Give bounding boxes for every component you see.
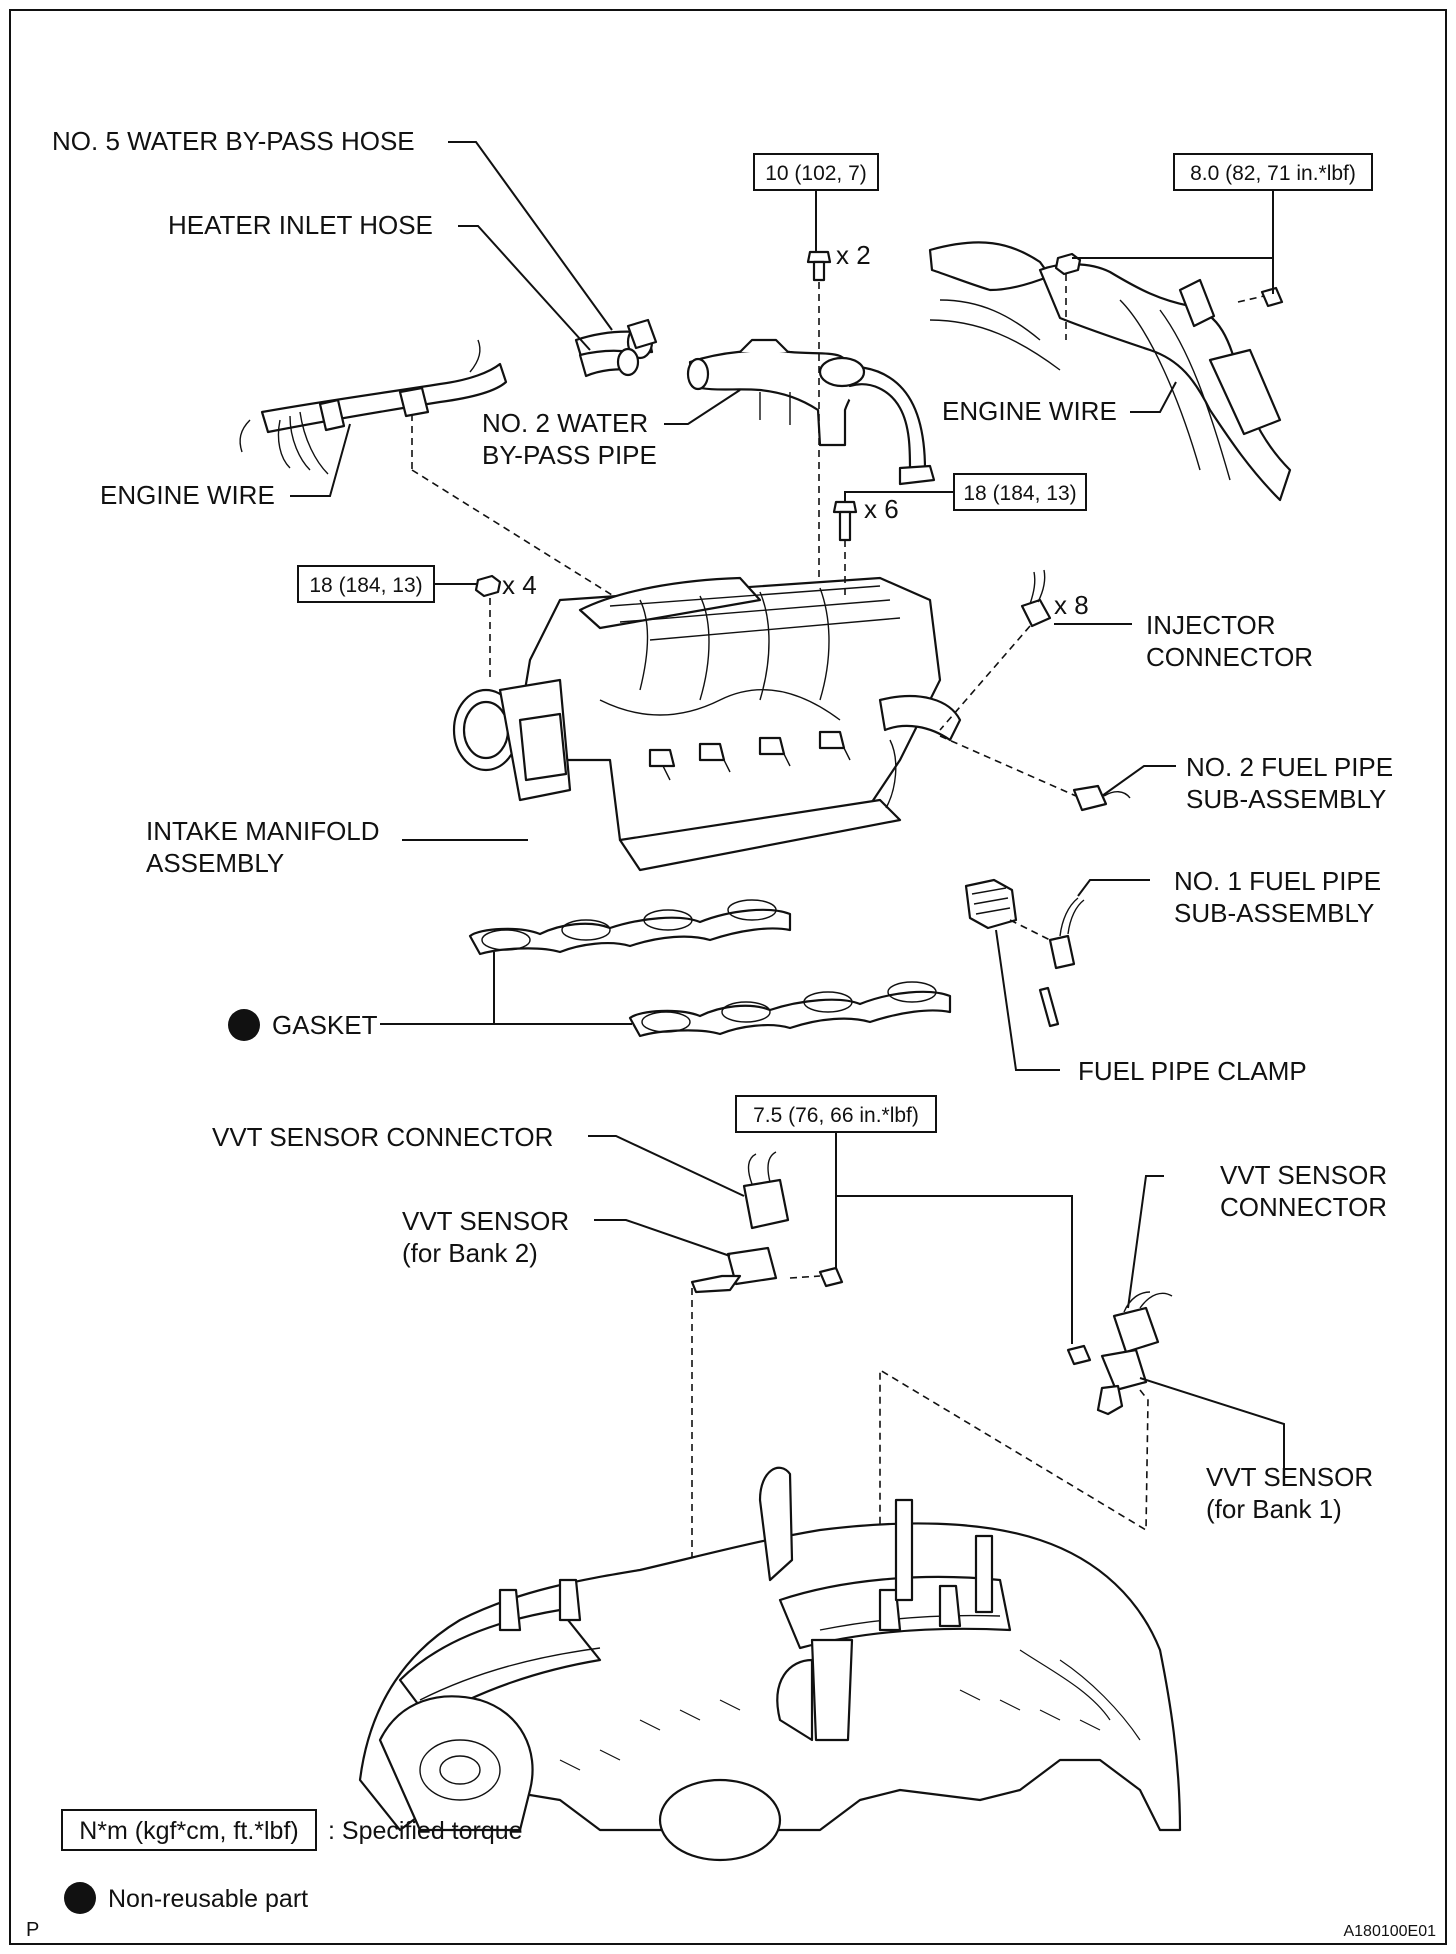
intake-manifold-part [452,576,962,872]
engine-block-part [358,1466,1182,1862]
torque-manifold-bolts-right: 18 (184, 13) [963,482,1076,505]
fuel-pipe-2-part [1072,784,1131,812]
torque-manifold-nuts-left: 18 (184, 13) [309,574,422,597]
label-vvt-sensor-bank2-l1: VVT SENSOR [402,1206,569,1236]
heater-inlet-hose-part [578,347,640,378]
legend-torque-desc: : Specified torque [328,1817,523,1845]
legend-non-reusable: Non-reusable part [108,1885,308,1913]
label-water-bypass-pipe-2-l2: BY-PASS PIPE [482,440,657,470]
engine-wire-left-part [239,339,508,475]
label-fuel-pipe-1-l1: NO. 1 FUEL PIPE [1174,866,1381,896]
label-water-bypass-hose-5: NO. 5 WATER BY-PASS HOSE [52,126,415,156]
label-vvt-sensor-bank1-l1: VVT SENSOR [1206,1462,1373,1492]
label-fuel-pipe-1-l2: SUB-ASSEMBLY [1174,898,1374,928]
gasket-upper-part [468,899,792,956]
vvt-connector-left-part [742,1151,790,1230]
injector-connector-part [1020,569,1052,628]
engine-wire-right-part [928,241,1292,502]
label-engine-wire-left: ENGINE WIRE [100,480,275,510]
vvt-sensor-bank1-part [1096,1348,1148,1416]
label-fuel-pipe-clamp: FUEL PIPE CLAMP [1078,1056,1307,1086]
label-injector-connector-l1: INJECTOR [1146,610,1276,640]
manifold-nut-icon [474,574,502,598]
torque-vvt-sensor-bolts: 7.5 (76, 66 in.*lbf) [753,1104,919,1127]
torque-pipe-bolts: 10 (102, 7) [765,162,867,185]
label-vvt-connector-right-l1: VVT SENSOR [1220,1160,1387,1190]
label-vvt-sensor-bank1-l2: (for Bank 1) [1206,1494,1342,1524]
wire-bracket-bolt-icon [1237,286,1284,308]
qty-manifold-nuts-left: x 4 [502,570,537,600]
label-vvt-connector-left: VVT SENSOR CONNECTOR [212,1122,553,1152]
label-vvt-connector-right-l2: CONNECTOR [1220,1192,1387,1222]
vvt-bolt-bank1-icon [1066,1344,1092,1366]
gasket-lower-part [628,981,952,1038]
vvt-connector-right-part [1112,1291,1173,1354]
label-gasket: GASKET [272,1010,378,1040]
water-bypass-pipe-2-part [686,338,936,486]
fuel-pipe-clamp-part [964,878,1018,930]
qty-pipe-bolts: x 2 [836,240,871,270]
diagram-frame [9,9,1447,1945]
pipe-bolt-icon [806,250,832,282]
vvt-bolt-bank2-icon [818,1266,844,1288]
label-intake-manifold-l2: ASSEMBLY [146,848,284,878]
corner-letter: P [26,1919,39,1941]
label-intake-manifold-l1: INTAKE MANIFOLD [146,816,380,846]
label-water-bypass-pipe-2-l1: NO. 2 WATER [482,408,648,438]
label-fuel-pipe-2-l2: SUB-ASSEMBLY [1186,784,1386,814]
manifold-bolt-icon [832,500,858,542]
figure-id: A180100E01 [1343,1923,1436,1940]
torque-wire-bracket: 8.0 (82, 71 in.*lbf) [1190,162,1356,185]
non-reusable-dot-legend [64,1882,96,1914]
label-engine-wire-right: ENGINE WIRE [942,396,1117,426]
label-fuel-pipe-2-l1: NO. 2 FUEL PIPE [1186,752,1393,782]
label-vvt-sensor-bank2-l2: (for Bank 2) [402,1238,538,1268]
legend-torque-unit: N*m (kgf*cm, ft.*lbf) [79,1817,298,1845]
non-reusable-dot-gasket [228,1009,260,1041]
vvt-sensor-bank2-part [690,1246,778,1294]
fuel-pipe-1-part [1038,897,1085,1028]
label-injector-connector-l2: CONNECTOR [1146,642,1313,672]
qty-injector-connector: x 8 [1054,590,1089,620]
legend-torque-box [61,1809,317,1851]
label-heater-inlet-hose: HEATER INLET HOSE [168,210,433,240]
qty-manifold-bolts-right: x 6 [864,494,899,524]
